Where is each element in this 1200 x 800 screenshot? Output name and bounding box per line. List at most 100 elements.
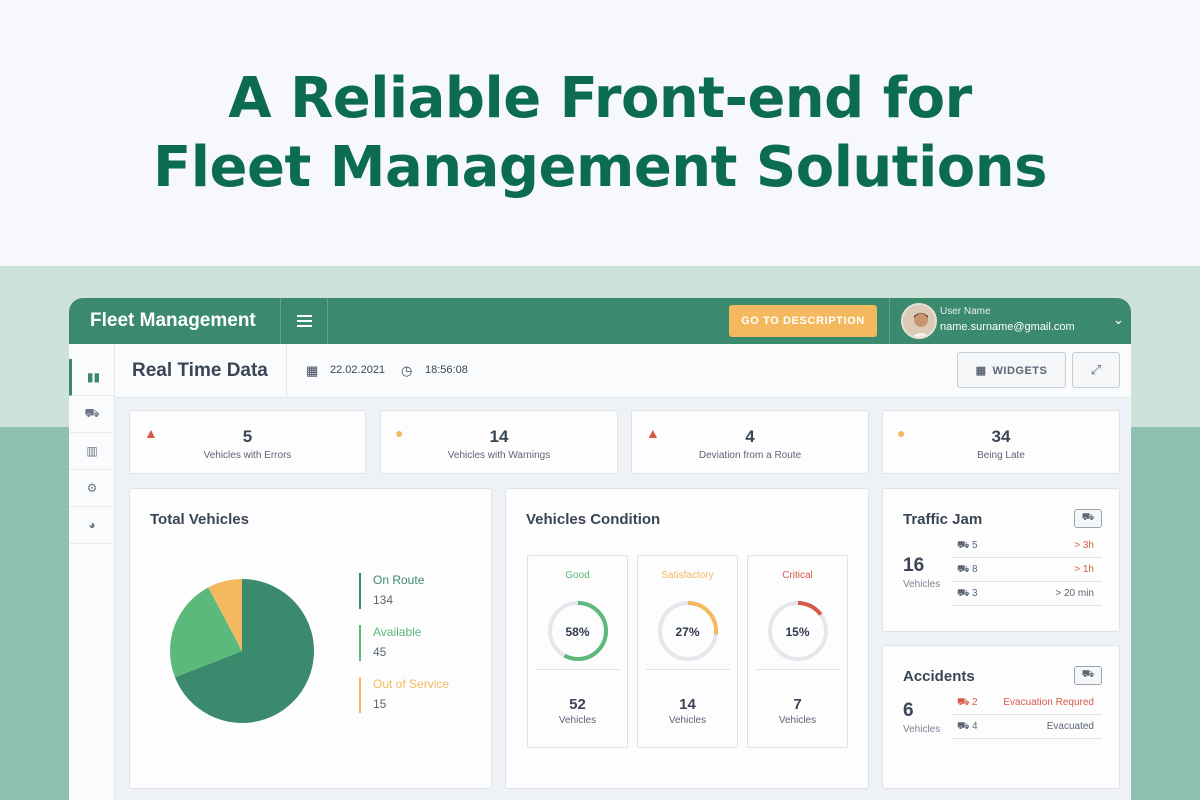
pie-slice-on-route[interactable] <box>174 579 314 723</box>
truck-icon: ⛟ <box>957 540 970 551</box>
calendar-icon: ▦ <box>306 363 319 378</box>
legend-name: Available <box>373 625 422 639</box>
condition-good[interactable]: Good 58% 52 Vehicles <box>527 555 628 748</box>
condition-unit: Vehicles <box>558 715 597 726</box>
traffic-jam-card: Traffic Jam ⛟ 16 Vehicles ⛟ 5 > 3h ⛟ 8 >… <box>882 488 1120 632</box>
stat-card-deviation[interactable]: ▲ 4 Deviation from a Route <box>631 410 869 474</box>
hamburger-menu-button[interactable] <box>281 298 328 344</box>
row-count: 2 <box>972 697 978 708</box>
truck-filter-button[interactable]: ⛟ <box>1074 666 1102 685</box>
legend-value: 134 <box>373 593 394 607</box>
legend-item-available: Available 45 <box>359 625 479 661</box>
fullscreen-button[interactable]: ⤢ <box>1072 352 1120 388</box>
pie-chart-icon: ◕ <box>88 518 96 532</box>
expand-icon: ⤢ <box>1090 362 1102 377</box>
gauge-arc <box>548 601 608 661</box>
condition-name: Satisfactory <box>661 570 714 581</box>
gear-icon: ⚙ <box>86 481 98 495</box>
row-count: 4 <box>972 721 978 732</box>
condition-percent: 15% <box>785 625 810 639</box>
stat-card-warnings[interactable]: ● 14 Vehicles with Warnings <box>380 410 618 474</box>
user-email: name.surname@gmail.com <box>940 321 1075 333</box>
app-window: Fleet Management GO TO DESCRIPTION User … <box>69 298 1131 800</box>
app-brand: Fleet Management <box>90 310 256 331</box>
gauge-arc <box>768 601 828 661</box>
divider <box>536 669 620 670</box>
row-count: 8 <box>972 564 978 575</box>
sidebar-item-settings[interactable]: ⚙ <box>69 470 115 507</box>
row-status: Evacuation Requred <box>1003 697 1094 708</box>
current-time: 18:56:08 <box>425 364 468 376</box>
card-title: Vehicles Condition <box>526 511 661 528</box>
sidebar: ▮▮ ⛟ ▥ ⚙ ◕ <box>69 344 115 800</box>
divider <box>280 298 281 344</box>
condition-count: 52 <box>569 696 586 713</box>
card-title: Total Vehicles <box>150 511 249 528</box>
gauge-arc <box>658 601 718 661</box>
hamburger-icon-line <box>297 325 312 327</box>
stat-label: Vehicles with Warnings <box>447 450 551 461</box>
stat-label: Vehicles with Errors <box>203 450 292 461</box>
table-row[interactable]: ⛟ 8 > 1h <box>951 558 1102 582</box>
condition-count: 14 <box>679 696 696 713</box>
clock-icon: ◷ <box>401 363 413 378</box>
pie-slice-out-of-service[interactable] <box>208 579 242 651</box>
condition-count: 7 <box>793 696 802 713</box>
table-row[interactable]: ⛟ 5 > 3h <box>951 534 1102 558</box>
avatar[interactable] <box>901 303 937 339</box>
table-row[interactable]: ⛟ 3 > 20 min <box>951 582 1102 606</box>
gauge-ring <box>658 601 718 661</box>
total-vehicles-pie-chart <box>170 579 314 723</box>
card-title: Traffic Jam <box>903 511 983 528</box>
hero-title-line-1: A Reliable Front-end for <box>228 66 972 131</box>
condition-name: Good <box>565 570 590 581</box>
gauge-ring <box>768 601 828 661</box>
legend-value: 15 <box>373 697 387 711</box>
hero-section: A Reliable Front-end for Fleet Managemen… <box>0 0 1200 266</box>
condition-critical[interactable]: Critical 15% 7 Vehicles <box>747 555 848 748</box>
stat-label: Being Late <box>977 450 1025 461</box>
stat-card-late[interactable]: ● 34 Being Late <box>882 410 1120 474</box>
legend-item-out-of-service: Out of Service 15 <box>359 677 479 713</box>
go-to-description-button[interactable]: GO TO DESCRIPTION <box>729 305 877 337</box>
sidebar-item-realtime[interactable]: ▮▮ <box>69 359 115 396</box>
condition-satisfactory[interactable]: Satisfactory 27% 14 Vehicles <box>637 555 738 748</box>
stat-card-errors[interactable]: ▲ 5 Vehicles with Errors <box>129 410 366 474</box>
pie-slice-available[interactable] <box>170 587 242 678</box>
truck-icon: ⛟ <box>1081 512 1095 523</box>
truck-icon: ⛟ <box>957 564 970 575</box>
chevron-down-icon[interactable]: ⌄ <box>1113 312 1124 327</box>
condition-percent: 27% <box>675 625 700 639</box>
legend-name: On Route <box>373 573 425 587</box>
stat-label: Deviation from a Route <box>698 450 802 461</box>
traffic-jam-unit: Vehicles <box>903 579 941 590</box>
row-count: 3 <box>972 588 978 599</box>
condition-percent: 58% <box>565 625 590 639</box>
map-icon: ▥ <box>86 444 98 458</box>
vehicles-condition-card: Vehicles Condition Good 58% 52 Vehicles … <box>505 488 869 789</box>
table-row[interactable]: ⛟ 4 Evacuated <box>951 715 1102 739</box>
stat-value: 34 <box>991 427 1011 446</box>
sidebar-item-map[interactable]: ▥ <box>69 433 115 470</box>
widgets-button[interactable]: ▦ WIDGETS <box>957 352 1066 388</box>
divider <box>889 298 890 344</box>
table-row[interactable]: ⛟ 2 Evacuation Requred <box>951 691 1102 715</box>
row-duration: > 1h <box>1074 564 1094 575</box>
total-vehicles-card: Total Vehicles On Route 134 Available 45… <box>129 488 492 789</box>
sidebar-item-reports[interactable]: ◕ <box>69 507 115 544</box>
truck-icon: ⛟ <box>957 721 970 732</box>
condition-name: Critical <box>782 570 813 581</box>
row-duration: > 3h <box>1074 540 1094 551</box>
top-bar: Fleet Management GO TO DESCRIPTION User … <box>69 298 1131 344</box>
sidebar-item-vehicles[interactable]: ⛟ <box>69 396 115 433</box>
accidents-unit: Vehicles <box>903 724 941 735</box>
truck-filter-button[interactable]: ⛟ <box>1074 509 1102 528</box>
row-count: 5 <box>972 540 978 551</box>
warning-circle-icon: ● <box>897 425 906 441</box>
divider <box>327 298 328 344</box>
widgets-icon: ▦ <box>975 364 987 377</box>
stat-value: 4 <box>745 427 755 446</box>
page-header: Real Time Data ▦ 22.02.2021 ◷ 18:56:08 ▦… <box>115 344 1131 398</box>
page-title: Real Time Data <box>132 360 268 381</box>
widgets-label: WIDGETS <box>992 364 1048 377</box>
